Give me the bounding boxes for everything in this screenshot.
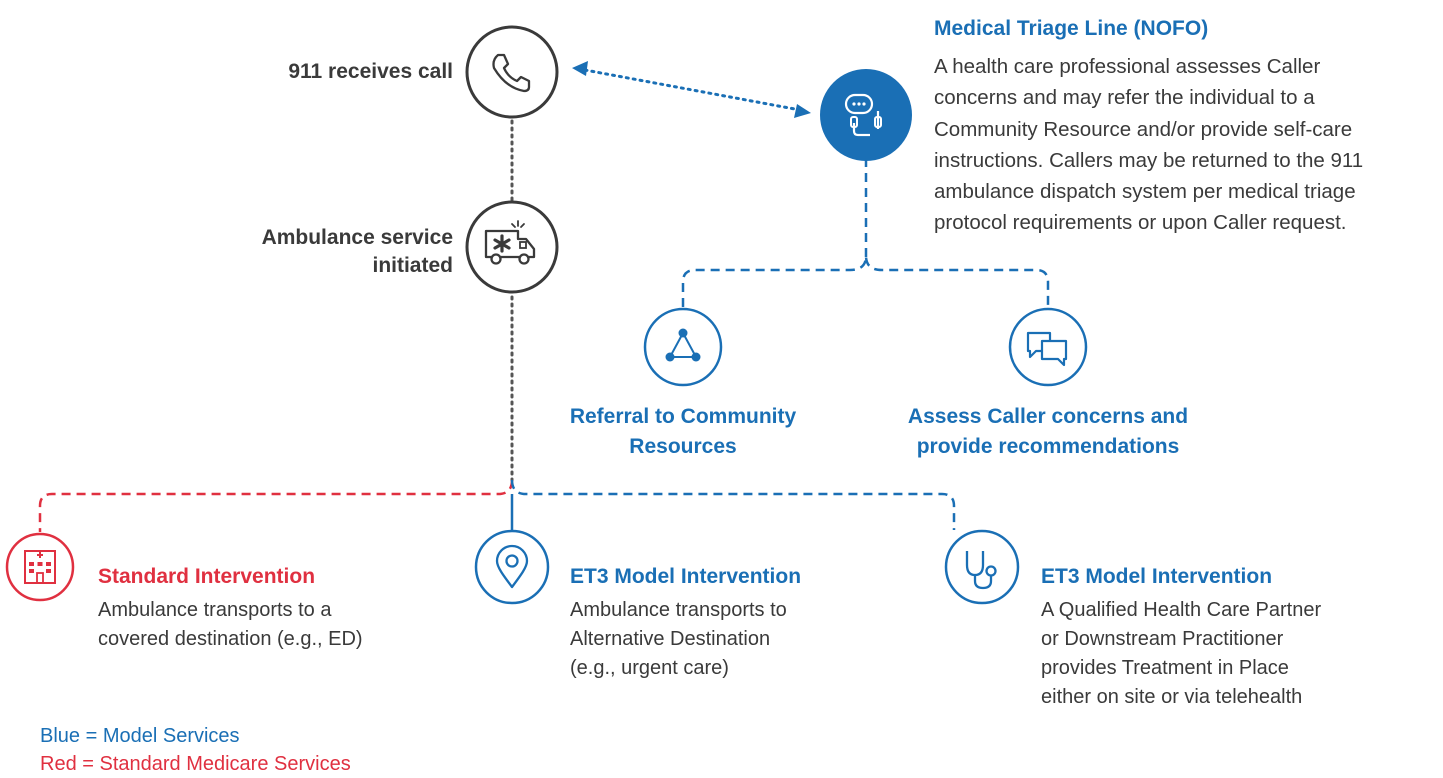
location-pin-icon [495, 544, 529, 589]
et3-tip-desc-line: A Qualified Health Care Partner [1041, 599, 1322, 621]
chat-bubbles-icon [1026, 331, 1068, 367]
arrowhead-right [794, 104, 811, 118]
et3-alt-description: Ambulance transports to Alternative Dest… [570, 596, 787, 683]
legend: Blue = Model Services Red = Standard Med… [40, 722, 351, 778]
connector-standard-branch [38, 479, 514, 532]
triage-desc-line: protocol requirements or upon Caller req… [934, 211, 1347, 235]
arrowhead-left [572, 61, 588, 76]
connector-et3-branch [510, 479, 956, 530]
triage-desc-line: concerns and may refer the individual to… [934, 86, 1315, 110]
et3-alt-desc-line: Ambulance transports to [570, 599, 787, 621]
headset-chat-icon [844, 93, 882, 137]
et3-alt-desc-line: (e.g., urgent care) [570, 657, 729, 679]
referral-label: Referral to Community Resources [533, 402, 833, 462]
triage-desc-line: A health care professional assesses Call… [934, 55, 1321, 78]
et3-alt-node [474, 529, 550, 605]
triage-desc-line: Community Resource and/or provide self-c… [934, 117, 1353, 141]
referral-label-line1: Referral to Community [569, 405, 797, 428]
ambulance-label-line2: initiated [372, 254, 453, 277]
et3-tip-desc-line: or Downstream Practitioner [1041, 628, 1284, 650]
standard-node [5, 532, 75, 602]
triage-desc-line: ambulance dispatch system per medical tr… [934, 180, 1356, 204]
referral-label-line2: Resources [629, 435, 737, 458]
ambulance-node [465, 200, 559, 294]
assess-label-line1: Assess Caller concerns and [907, 405, 1189, 428]
standard-title: Standard Intervention [98, 565, 316, 588]
standard-desc-line: Ambulance transports to a [98, 599, 332, 621]
et3-alt-desc-line: Alternative Destination [570, 628, 771, 650]
et3-tip-title: ET3 Model Intervention [1041, 565, 1273, 588]
call-node [465, 25, 559, 119]
legend-blue: Blue = Model Services [40, 725, 240, 747]
assess-node [1008, 307, 1088, 387]
standard-desc-line: covered destination (e.g., ED) [98, 628, 363, 650]
triage-description: A health care professional assesses Call… [934, 51, 1363, 239]
et3-tip-desc-line: provides Treatment in Place [1041, 657, 1289, 679]
standard-description: Ambulance transports to a covered destin… [98, 596, 363, 654]
assess-label: Assess Caller concerns and provide recom… [878, 402, 1218, 462]
et3-tip-node [944, 529, 1020, 605]
call-label: 911 receives call [288, 60, 453, 83]
assess-label-line2: provide recommendations [916, 435, 1180, 458]
et3-tip-desc-line: either on site or via telehealth [1041, 686, 1303, 708]
phone-icon [492, 53, 531, 93]
triage-node [820, 69, 912, 161]
connector-triage-branch [681, 158, 1050, 307]
ambulance-icon [484, 220, 536, 265]
triage-title: Medical Triage Line (NOFO) [934, 17, 1209, 40]
triage-desc-line: instructions. Callers may be returned to… [934, 148, 1364, 172]
et3-tip-description: A Qualified Health Care Partner or Downs… [1041, 596, 1321, 712]
referral-node [643, 307, 723, 387]
hospital-icon [24, 550, 56, 584]
ambulance-label: Ambulance service initiated [262, 224, 453, 280]
et3-alt-title: ET3 Model Intervention [570, 565, 802, 588]
network-triangle-icon [665, 328, 701, 362]
ambulance-label-line1: Ambulance service [261, 226, 453, 249]
connector-call-triage [583, 68, 802, 112]
stethoscope-icon [965, 551, 997, 590]
legend-red: Red = Standard Medicare Services [40, 753, 351, 775]
